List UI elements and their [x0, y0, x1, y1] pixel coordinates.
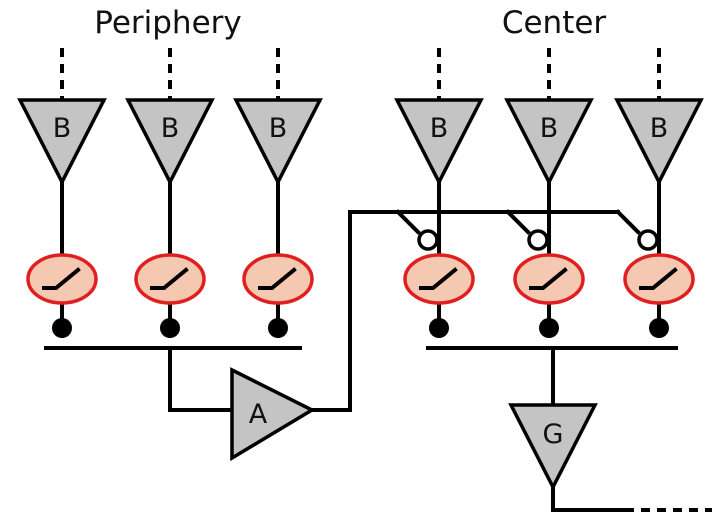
- periphery-title: Periphery: [94, 5, 242, 41]
- output-dot-center-3: [649, 318, 669, 338]
- rectifier-icon: [42, 267, 81, 290]
- center-bipolar-cells: B B B: [394, 98, 704, 186]
- ganglion-label: G: [543, 419, 564, 450]
- bipolar-cell-periphery-2: B: [125, 98, 215, 186]
- bipolar-cell-center-3: B: [614, 98, 704, 186]
- output-dot-center-1: [429, 318, 449, 338]
- output-dot-periphery-3: [268, 318, 288, 338]
- inhibitory-synapse-3: [637, 229, 659, 251]
- input-dashes: [60, 48, 661, 100]
- periphery-to-amacrine-wire: [168, 346, 234, 412]
- feedback-branch-2: [505, 209, 531, 235]
- amacrine-label: A: [249, 399, 268, 430]
- output-dot-periphery-2: [160, 318, 180, 338]
- bipolar-label: B: [540, 113, 559, 144]
- bipolar-cell-center-1: B: [394, 98, 484, 186]
- rectifier-icon: [529, 267, 568, 290]
- amacrine-feedback-wire: [310, 209, 641, 412]
- feedback-main-wire: [310, 210, 620, 412]
- center-title: Center: [502, 5, 607, 41]
- bipolar-cell-center-2: B: [504, 98, 594, 186]
- rectifying-synapse-center-2: [513, 253, 585, 305]
- feedback-branch-3: [615, 209, 641, 235]
- rectifying-synapse-periphery-1: [26, 253, 98, 305]
- output-dot-center-2: [539, 318, 559, 338]
- rectifying-synapse-center-1: [403, 253, 475, 305]
- bipolar-label: B: [430, 113, 449, 144]
- ganglion-cell: G: [508, 403, 598, 491]
- bipolar-label: B: [53, 113, 72, 144]
- rectifying-synapse-periphery-2: [134, 253, 206, 305]
- rectifying-synapses: [26, 253, 695, 305]
- inhibitory-synapse-1: [417, 229, 439, 251]
- output-terminals: [52, 318, 669, 338]
- amacrine-cell: A: [230, 367, 316, 462]
- bipolar-cell-periphery-3: B: [233, 98, 323, 186]
- rectifier-icon: [150, 267, 189, 290]
- bipolar-label: B: [650, 113, 669, 144]
- ganglion-output-wire: [551, 485, 627, 512]
- inhibitory-synapses: [417, 229, 659, 251]
- periphery-bipolar-cells: B B B: [17, 98, 323, 186]
- bipolar-cell-periphery-1: B: [17, 98, 107, 186]
- rectifier-icon: [258, 267, 297, 290]
- bipolar-label: B: [269, 113, 288, 144]
- output-dot-periphery-1: [52, 318, 72, 338]
- rectifying-synapse-center-3: [623, 253, 695, 305]
- rectifier-icon: [639, 267, 678, 290]
- rectifying-synapse-periphery-3: [242, 253, 314, 305]
- bipolar-wires: [60, 180, 661, 330]
- rectifier-icon: [419, 267, 458, 290]
- bipolar-label: B: [161, 113, 180, 144]
- feedback-branch-1: [395, 209, 421, 235]
- inhibitory-synapse-2: [527, 229, 549, 251]
